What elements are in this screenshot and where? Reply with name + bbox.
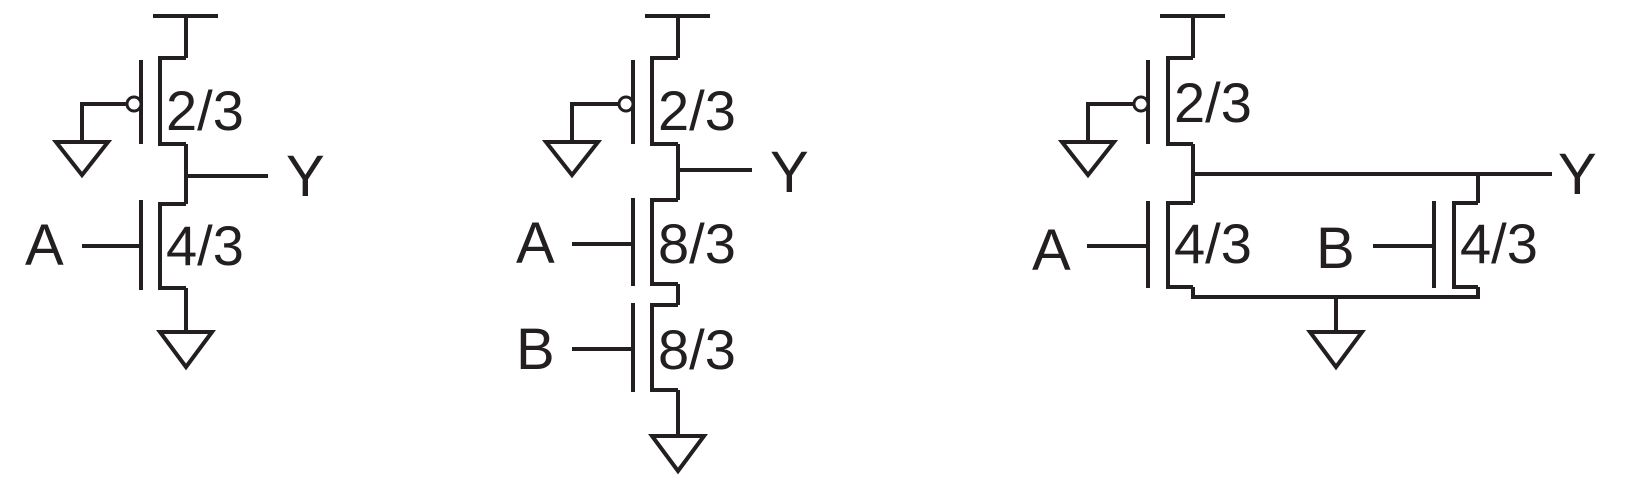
circuit-inverter: 2/3 Y A 4/3	[25, 14, 325, 371]
pmos-size-label: 2/3	[1174, 71, 1252, 134]
nmos-b-size-label: 8/3	[658, 318, 736, 381]
pmos-transistor	[1086, 56, 1193, 146]
nmos-transistor-b	[572, 303, 678, 392]
vdd-symbol	[645, 14, 710, 58]
nmos-transistor-a	[82, 200, 186, 290]
pmos-size-label: 2/3	[658, 79, 736, 142]
source-bus-wire	[1191, 287, 1480, 299]
vdd-symbol	[1160, 14, 1225, 58]
input-label-b: B	[516, 317, 555, 382]
pmos-size-label: 2/3	[166, 79, 244, 142]
circuit-series-nmos: 2/3 Y A 8/3 B 8/3	[516, 14, 809, 475]
nmos-b-size-label: 4/3	[1460, 212, 1538, 275]
input-label-a: A	[1032, 218, 1071, 283]
nmos-transistor-b	[1373, 201, 1478, 289]
output-label-y: Y	[1558, 142, 1597, 207]
nmos-size-label: 4/3	[166, 214, 244, 277]
nmos-a-size-label: 4/3	[1174, 212, 1252, 275]
nmos-transistor-a	[572, 198, 678, 286]
input-label-a: A	[25, 213, 64, 278]
nmos-transistor-a	[1087, 201, 1193, 289]
ground-symbol	[156, 288, 216, 371]
ground-symbol	[51, 140, 113, 179]
pmos-transistor	[80, 56, 186, 146]
output-label-y: Y	[770, 140, 809, 205]
circuit-parallel-nmos: 2/3 Y A 4/3 B 4/3	[1032, 14, 1597, 371]
vdd-symbol	[153, 14, 218, 58]
ground-symbol	[1306, 297, 1366, 371]
output-label-y: Y	[286, 144, 325, 209]
pmos-transistor	[570, 56, 678, 146]
input-label-a: A	[516, 211, 555, 276]
nmos-a-size-label: 8/3	[658, 212, 736, 275]
ground-symbol	[648, 390, 708, 475]
ground-symbol	[541, 140, 603, 179]
input-label-b: B	[1316, 216, 1355, 281]
ground-symbol	[1057, 140, 1119, 179]
